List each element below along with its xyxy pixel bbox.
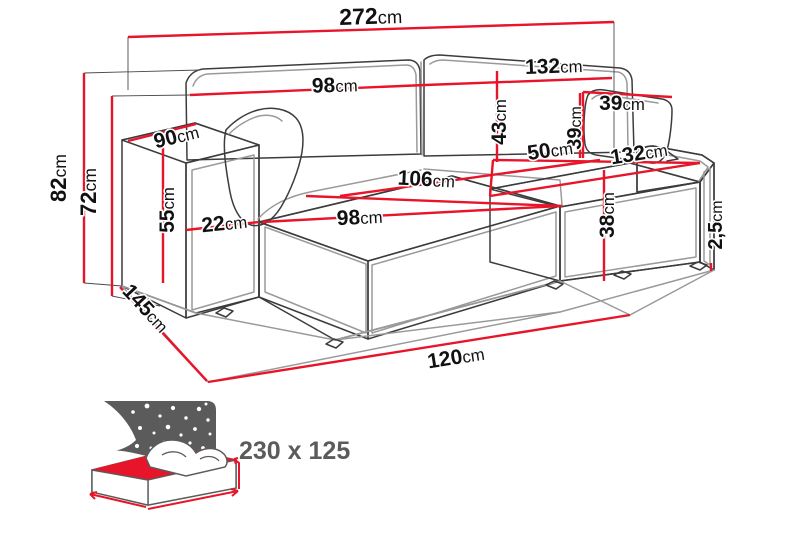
backrest-right-panel <box>423 54 635 157</box>
floor-plane-edge <box>121 269 715 383</box>
dimline-132-seat2 <box>492 158 701 165</box>
right-armrest-inner <box>643 152 709 182</box>
dimline-272 <box>127 20 615 39</box>
leg-right-mid <box>545 280 564 290</box>
bed-arrow-length-head <box>230 488 239 497</box>
pillow-left <box>223 107 304 227</box>
dimline-145 <box>119 286 208 382</box>
label-90: 90cm <box>151 120 201 153</box>
right-armrest <box>636 145 715 271</box>
label-25: 2,5cm <box>705 200 727 249</box>
label-22: 22cm <box>200 210 248 238</box>
label-50: 50cm <box>526 136 574 165</box>
bed-pillow-crease-2 <box>199 455 220 462</box>
dimline-50 <box>339 158 601 198</box>
dimline-98-back <box>189 83 426 97</box>
dimline-120 <box>207 313 631 384</box>
leg-chaise-front <box>325 338 344 349</box>
bed-pillow <box>145 439 228 477</box>
backrest-right-inner <box>429 59 629 152</box>
dimline-132-seat <box>489 161 701 198</box>
pillow-left-fold <box>228 114 283 135</box>
dimline-106 <box>305 194 563 208</box>
bed-arrow-width <box>89 493 147 508</box>
pillow-right-tail <box>663 148 679 162</box>
leg-right-front <box>613 270 632 280</box>
bed-size-label: 230 x 125 <box>239 437 350 465</box>
dimline-22 <box>185 220 260 232</box>
left-armrest-inner-line <box>191 154 255 311</box>
label-132-back: 132cm <box>525 54 583 79</box>
label-145: 145cm <box>118 280 174 338</box>
dimension-labels: 272cm 82cm 72cm 90cm 55cm 22cm 145cm 98c… <box>44 1 728 375</box>
label-72: 72cm <box>76 168 101 216</box>
label-82: 82cm <box>46 154 71 202</box>
dimline-132-seat-left <box>488 159 495 197</box>
label-38: 38cm <box>596 192 619 238</box>
pillow-right-fold <box>591 93 659 104</box>
ext-base-72 <box>111 295 161 307</box>
chaise-inner-line-2 <box>371 211 557 334</box>
ext-base-82 <box>83 282 123 287</box>
bed-dimension-arrows <box>89 457 240 510</box>
bed-arrow-depth <box>233 458 240 489</box>
ext-horiz-72 <box>111 94 191 97</box>
label-39-horizontal: 39cm <box>599 92 645 115</box>
label-132-seat: 132cm <box>609 138 669 170</box>
floor-plane-back <box>121 280 561 341</box>
right-seat-front <box>559 181 701 282</box>
label-98-seat: 98cm <box>336 205 383 230</box>
dimline-132-back <box>424 76 613 87</box>
left-armrest-back-edge <box>121 162 187 319</box>
leg-left-front <box>215 307 234 318</box>
backrest-divider <box>420 61 423 156</box>
label-55: 55cm <box>156 187 179 233</box>
label-39-vertical: 39cm <box>564 106 586 150</box>
moon-crescent <box>104 401 136 452</box>
label-98-back: 98cm <box>312 73 359 98</box>
sleeping-area-icon: 230 x 125 <box>89 401 350 510</box>
label-43: 43cm <box>488 99 511 145</box>
sofa-outline-group <box>121 54 715 383</box>
mattress-side-face <box>91 469 149 506</box>
right-seat-inner <box>564 187 697 278</box>
backrest-left-panel <box>185 59 422 161</box>
backrest-left-inner <box>192 64 418 153</box>
dimline-39-horz <box>582 90 673 99</box>
bed-pillow-crease-1 <box>161 451 187 458</box>
label-272: 272cm <box>339 2 403 30</box>
chaise-inner-line <box>264 226 367 334</box>
chaise-side-face <box>258 221 369 340</box>
bed-arrow-length <box>147 490 239 510</box>
label-106: 106cm <box>397 167 456 193</box>
ext-horiz-82 <box>83 69 201 74</box>
dimension-lines <box>82 20 713 384</box>
bed-arrow-depth-head <box>233 457 239 465</box>
dimline-98-seat <box>261 204 561 224</box>
bed-arrow-width-head <box>89 491 98 500</box>
seat-cushion-right <box>423 168 563 206</box>
leg-right-end <box>689 261 708 271</box>
pillow-right <box>583 88 673 164</box>
floor-plane-diag <box>334 311 561 341</box>
dimline-90 <box>127 122 197 143</box>
